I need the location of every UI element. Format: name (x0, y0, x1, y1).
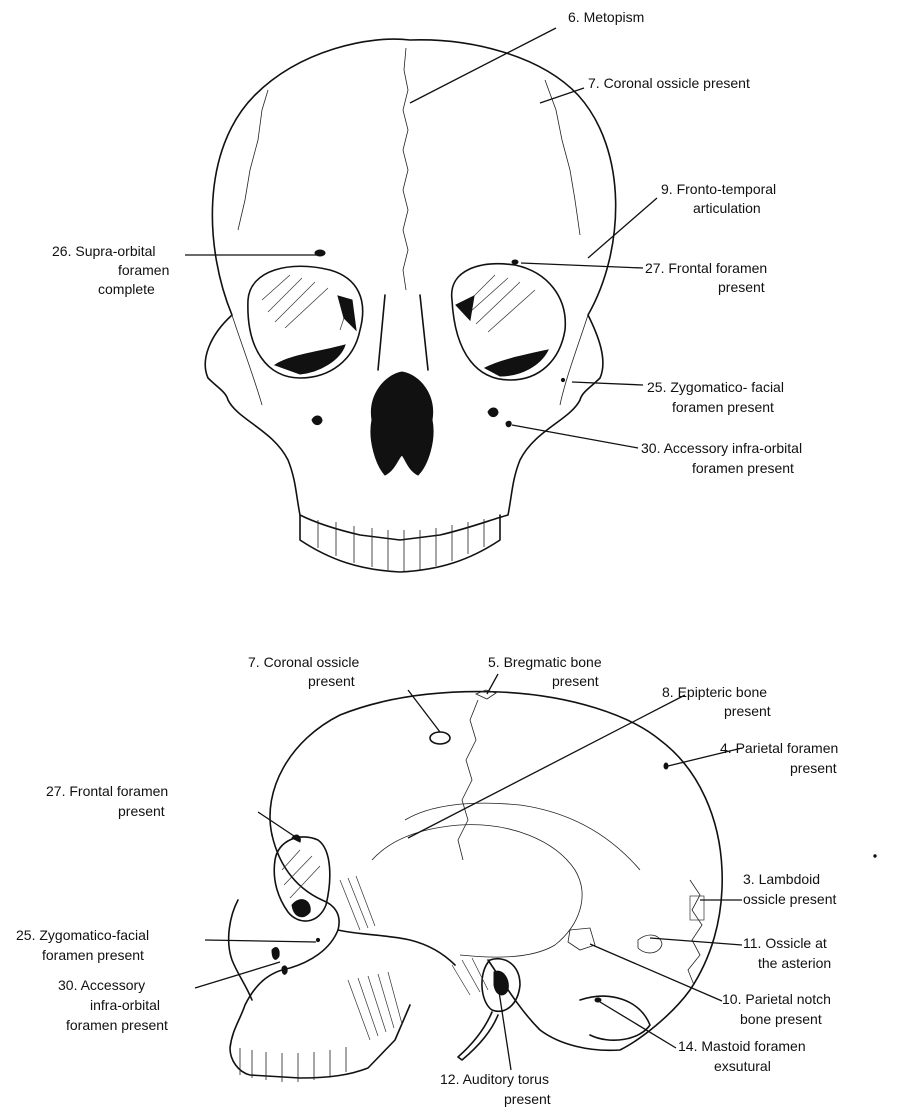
label-auditory-torus-1: 12. Auditory torus (440, 1071, 549, 1087)
label-frontal-foramen-1: 27. Frontal foramen (645, 260, 767, 276)
label-accessory-infra-1: 30. Accessory infra-orbital (641, 440, 802, 456)
label-frontal-foramen-2: present (718, 279, 765, 295)
label-parietal-notch-1: 10. Parietal notch (722, 991, 831, 1007)
label-fronto-temporal-2: articulation (693, 200, 761, 216)
lateral-labels: 7. Coronal ossicle present 5. Bregmatic … (16, 654, 838, 1107)
lateral-leader-lines (195, 674, 742, 1070)
label-lambdoid-1: 3. Lambdoid (743, 871, 820, 887)
label-accessory-infra-l1: 30. Accessory (58, 977, 145, 993)
label-zygomatico-facial-1: 25. Zygomatico- facial (647, 379, 784, 395)
label-zygomatico-facial-l1: 25. Zygomatico-facial (16, 927, 149, 943)
label-metopism: 6. Metopism (568, 9, 644, 25)
label-bregmatic-2: present (552, 673, 599, 689)
frontal-skull-drawing (205, 39, 615, 572)
label-frontal-foramen-l2: present (118, 803, 165, 819)
label-bregmatic-1: 5. Bregmatic bone (488, 654, 602, 670)
label-parietal-notch-2: bone present (740, 1011, 822, 1027)
label-supra-orbital-2: foramen (118, 262, 169, 278)
label-auditory-torus-2: present (504, 1091, 551, 1107)
label-fronto-temporal-1: 9. Fronto-temporal (661, 181, 776, 197)
label-accessory-infra-l3: foramen present (66, 1017, 168, 1033)
label-asterion-2: the asterion (758, 955, 831, 971)
label-coronal-ossicle-2: present (308, 673, 355, 689)
label-frontal-foramen-l1: 27. Frontal foramen (46, 783, 168, 799)
label-lambdoid-2: ossicle present (743, 891, 836, 907)
label-asterion-1: 11. Ossicle at (743, 935, 827, 951)
label-mastoid-2: exsutural (714, 1058, 771, 1074)
label-parietal-foramen-2: present (790, 760, 837, 776)
label-epipteric-1: 8. Epipteric bone (662, 684, 767, 700)
label-accessory-infra-2: foramen present (692, 460, 794, 476)
label-coronal-ossicle: 7. Coronal ossicle present (588, 75, 750, 91)
label-supra-orbital-3: complete (98, 281, 155, 297)
label-zygomatico-facial-2: foramen present (672, 399, 774, 415)
label-mastoid-1: 14. Mastoid foramen (678, 1038, 806, 1054)
label-zygomatico-facial-l2: foramen present (42, 947, 144, 963)
label-accessory-infra-l2: infra-orbital (90, 997, 160, 1013)
label-epipteric-2: present (724, 703, 771, 719)
label-parietal-foramen-1: 4. Parietal foramen (720, 740, 838, 756)
label-supra-orbital-1: 26. Supra-orbital (52, 243, 156, 259)
label-coronal-ossicle-1: 7. Coronal ossicle (248, 654, 359, 670)
